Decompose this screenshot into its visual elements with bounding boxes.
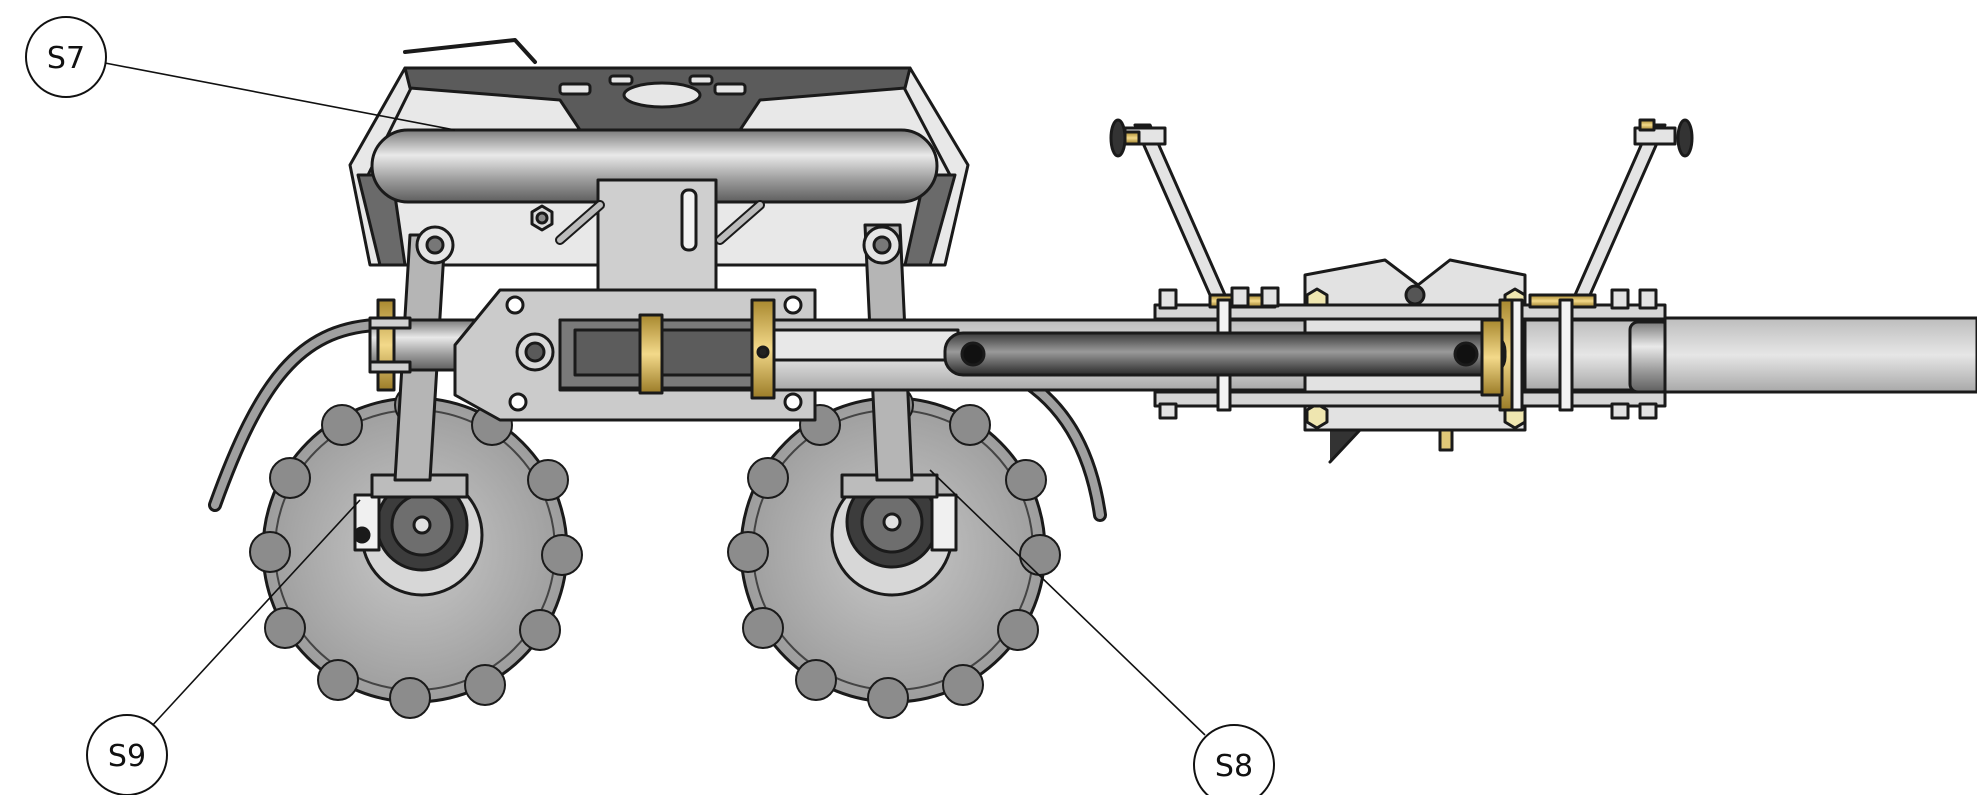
callout-s7-label: S7 [47,41,85,76]
right-press-wheel [727,384,1061,719]
callout-s9: S9 [86,499,361,795]
left-press-wheel [249,384,583,719]
clamp-assembly [1153,286,1667,420]
rear-roller [1628,316,1977,394]
callout-s8: S8 [929,469,1275,795]
hydraulic-cylinder [750,298,1507,400]
callout-s7: S7 [25,16,456,131]
left-adjuster-post [1109,118,1227,297]
callout-s8-label: S8 [1215,749,1253,784]
right-adjuster-post [1573,118,1694,297]
callout-s9-label: S9 [108,739,146,774]
top-frame [348,38,970,292]
left-scraper-arm [208,318,382,512]
